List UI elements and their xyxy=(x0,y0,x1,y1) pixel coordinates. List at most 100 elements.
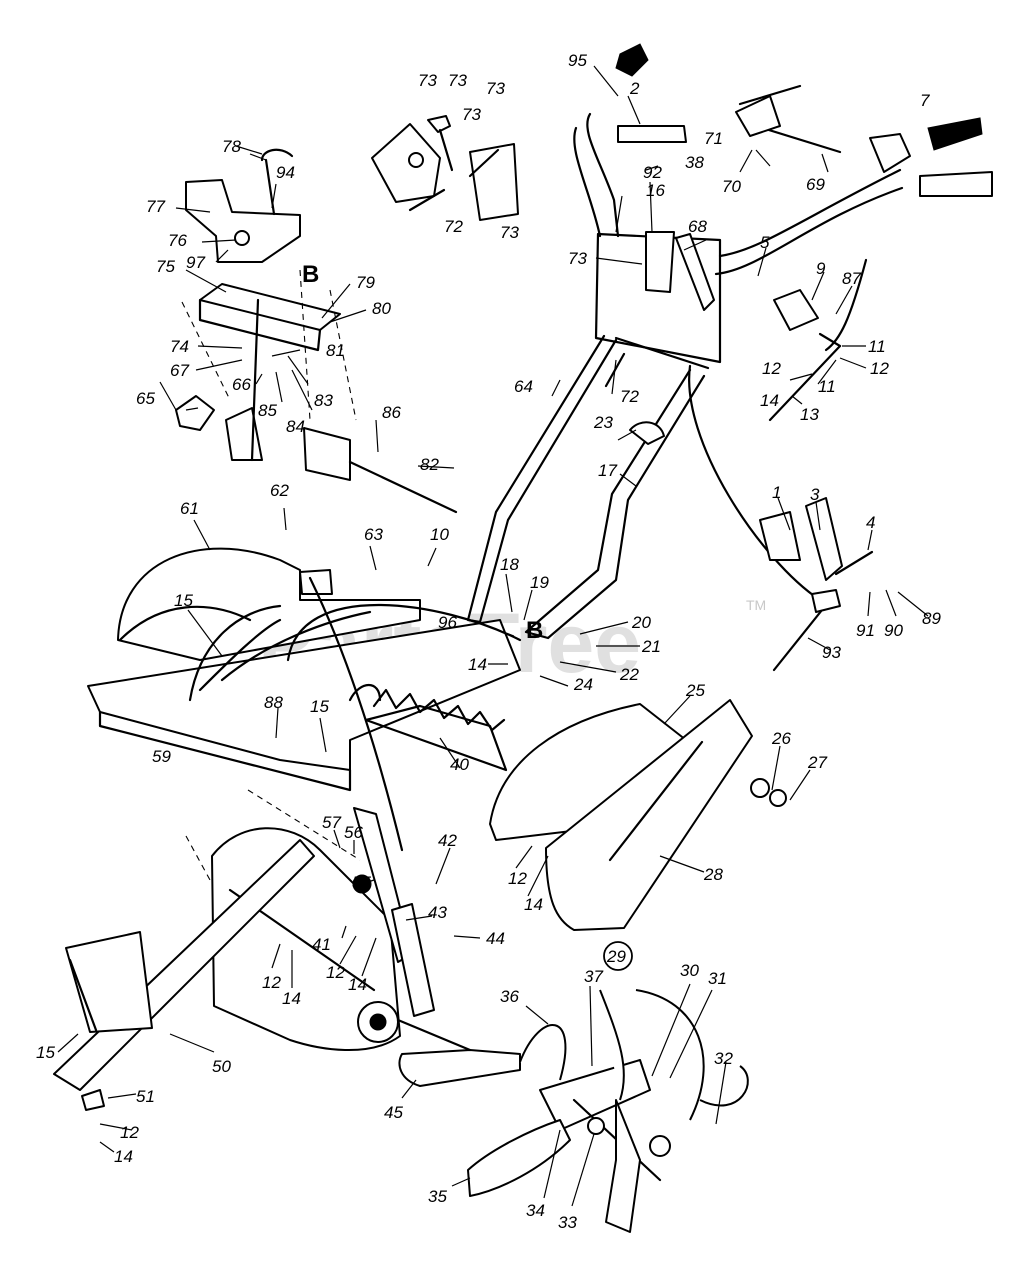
callout-10: 10 xyxy=(430,525,449,544)
callout-94: 94 xyxy=(276,163,295,182)
callout-79: 79 xyxy=(356,273,375,292)
callout-44: 44 xyxy=(486,929,505,948)
watermark-trademark: TM xyxy=(746,597,766,613)
callout-77: 77 xyxy=(146,197,165,216)
callout-72: 72 xyxy=(444,217,463,236)
callout-18: 18 xyxy=(500,555,519,574)
callout-73: 73 xyxy=(500,223,519,242)
section-marker-b-upper: B xyxy=(302,261,319,288)
callout-15: 15 xyxy=(36,1043,55,1062)
callout-4: 4 xyxy=(866,513,875,532)
callout-74: 74 xyxy=(170,337,189,356)
callout-63: 63 xyxy=(364,525,383,544)
callout-73: 73 xyxy=(418,71,437,90)
callout-93: 93 xyxy=(822,643,841,662)
shift-bracket xyxy=(371,115,519,221)
callout-12: 12 xyxy=(508,869,527,888)
leader-lines xyxy=(57,65,929,1207)
callout-61: 61 xyxy=(180,499,199,518)
callout-7: 7 xyxy=(920,91,930,110)
callout-14: 14 xyxy=(760,391,779,410)
callout-38: 38 xyxy=(685,153,704,172)
callout-55: 55 xyxy=(352,873,371,892)
callout-32: 32 xyxy=(714,1049,733,1068)
callout-37: 37 xyxy=(584,967,603,986)
callout-66: 66 xyxy=(232,375,251,394)
callout-62: 62 xyxy=(270,481,289,500)
callout-81: 81 xyxy=(326,341,345,360)
callout-75: 75 xyxy=(156,257,175,276)
callout-12: 12 xyxy=(870,359,889,378)
callout-24: 24 xyxy=(573,675,593,694)
callout-14: 14 xyxy=(524,895,543,914)
callout-76: 76 xyxy=(168,231,187,250)
callout-21: 21 xyxy=(641,637,661,656)
circled-callout-label: 29 xyxy=(606,947,626,966)
callout-17: 17 xyxy=(598,461,617,480)
callout-16: 16 xyxy=(646,181,665,200)
callout-96: 96 xyxy=(438,613,457,632)
callout-82: 82 xyxy=(420,455,439,474)
callout-51: 51 xyxy=(136,1087,155,1106)
callout-45: 45 xyxy=(384,1103,403,1122)
callout-40: 40 xyxy=(450,755,469,774)
callout-86: 86 xyxy=(382,403,401,422)
callout-73: 73 xyxy=(486,79,505,98)
callout-80: 80 xyxy=(372,299,391,318)
callout-27: 27 xyxy=(807,753,827,772)
callout-72: 72 xyxy=(620,387,639,406)
callout-89: 89 xyxy=(922,609,941,628)
callout-92: 92 xyxy=(643,163,662,182)
handlebar-assembly xyxy=(573,43,993,422)
callout-14: 14 xyxy=(282,989,301,1008)
callout-97: 97 xyxy=(186,253,205,272)
callout-31: 31 xyxy=(708,969,727,988)
tine-shield xyxy=(87,547,522,852)
callout-64: 64 xyxy=(514,377,533,396)
cable-bracket xyxy=(759,497,874,672)
handle-tubes xyxy=(466,334,822,640)
callout-11: 11 xyxy=(818,377,836,396)
tine-assembly xyxy=(398,989,749,1233)
callout-20: 20 xyxy=(631,613,651,632)
callout-5: 5 xyxy=(760,233,770,252)
callout-95: 95 xyxy=(568,51,587,70)
callout-36: 36 xyxy=(500,987,519,1006)
callout-42: 42 xyxy=(438,831,457,850)
callout-25: 25 xyxy=(685,681,705,700)
callout-3: 3 xyxy=(810,485,820,504)
callout-67: 67 xyxy=(170,361,189,380)
callout-87: 87 xyxy=(842,269,861,288)
callout-84: 84 xyxy=(286,417,305,436)
callout-50: 50 xyxy=(212,1057,231,1076)
callout-91: 91 xyxy=(856,621,875,640)
callout-12: 12 xyxy=(120,1123,139,1142)
callout-65: 65 xyxy=(136,389,155,408)
callout-78: 78 xyxy=(222,137,241,156)
callout-14: 14 xyxy=(468,655,487,674)
callout-56: 56 xyxy=(344,823,363,842)
callout-70: 70 xyxy=(722,177,741,196)
callout-30: 30 xyxy=(680,961,699,980)
callout-90: 90 xyxy=(884,621,903,640)
callout-23: 23 xyxy=(593,413,613,432)
callout-13: 13 xyxy=(800,405,819,424)
callout-33: 33 xyxy=(558,1213,577,1232)
callout-9: 9 xyxy=(816,259,826,278)
callout-26: 26 xyxy=(771,729,791,748)
callout-14: 14 xyxy=(114,1147,133,1166)
callout-15: 15 xyxy=(310,697,329,716)
callout-88: 88 xyxy=(264,693,283,712)
callout-85: 85 xyxy=(258,401,277,420)
callout-43: 43 xyxy=(428,903,447,922)
callout-14: 14 xyxy=(348,975,367,994)
callout-labels: 95 2 73 73 73 73 72 73 92 38 16 68 71 70… xyxy=(36,51,941,1232)
callout-15: 15 xyxy=(174,591,193,610)
callout-69: 69 xyxy=(806,175,825,194)
callout-73: 73 xyxy=(462,105,481,124)
callout-35: 35 xyxy=(428,1187,447,1206)
callout-2: 2 xyxy=(629,79,640,98)
side-shield xyxy=(489,699,787,931)
callout-1: 1 xyxy=(772,483,781,502)
callout-41: 41 xyxy=(312,935,331,954)
